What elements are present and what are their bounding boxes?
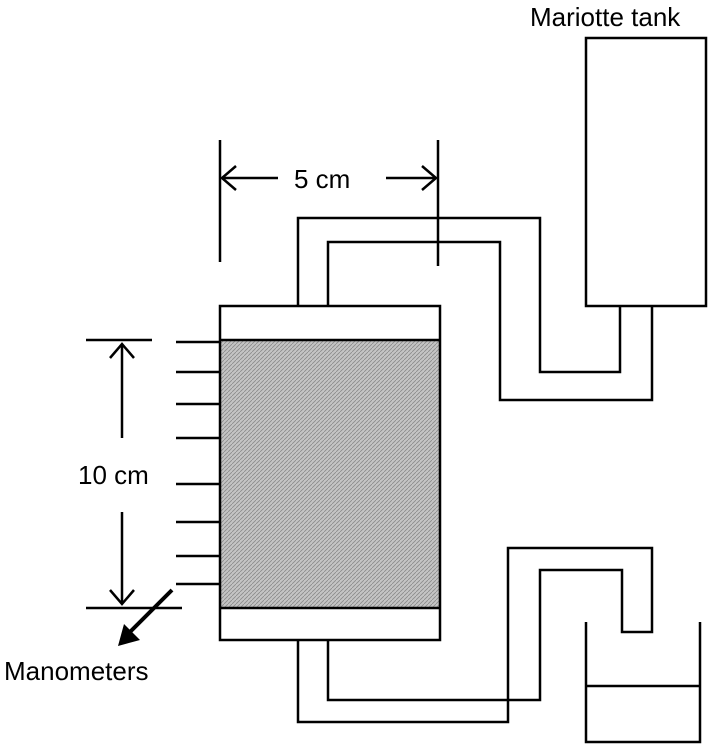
manometers-arrow (118, 588, 174, 646)
mariotte-tank-label: Mariotte tank (530, 2, 681, 32)
manometers-label: Manometers (4, 656, 149, 686)
porous-medium (220, 340, 440, 608)
outflow-reservoir (584, 622, 702, 744)
height-dimension (86, 338, 182, 610)
height-dimension-label: 10 cm (78, 460, 149, 490)
width-dimension (218, 140, 440, 266)
mariotte-tank (584, 36, 708, 308)
manometer-taps (176, 340, 220, 586)
width-dimension-label: 5 cm (294, 164, 350, 194)
outflow-pipe (296, 546, 654, 724)
column-body (218, 304, 442, 642)
sample-column (218, 304, 442, 642)
inflow-pipe (296, 216, 654, 402)
